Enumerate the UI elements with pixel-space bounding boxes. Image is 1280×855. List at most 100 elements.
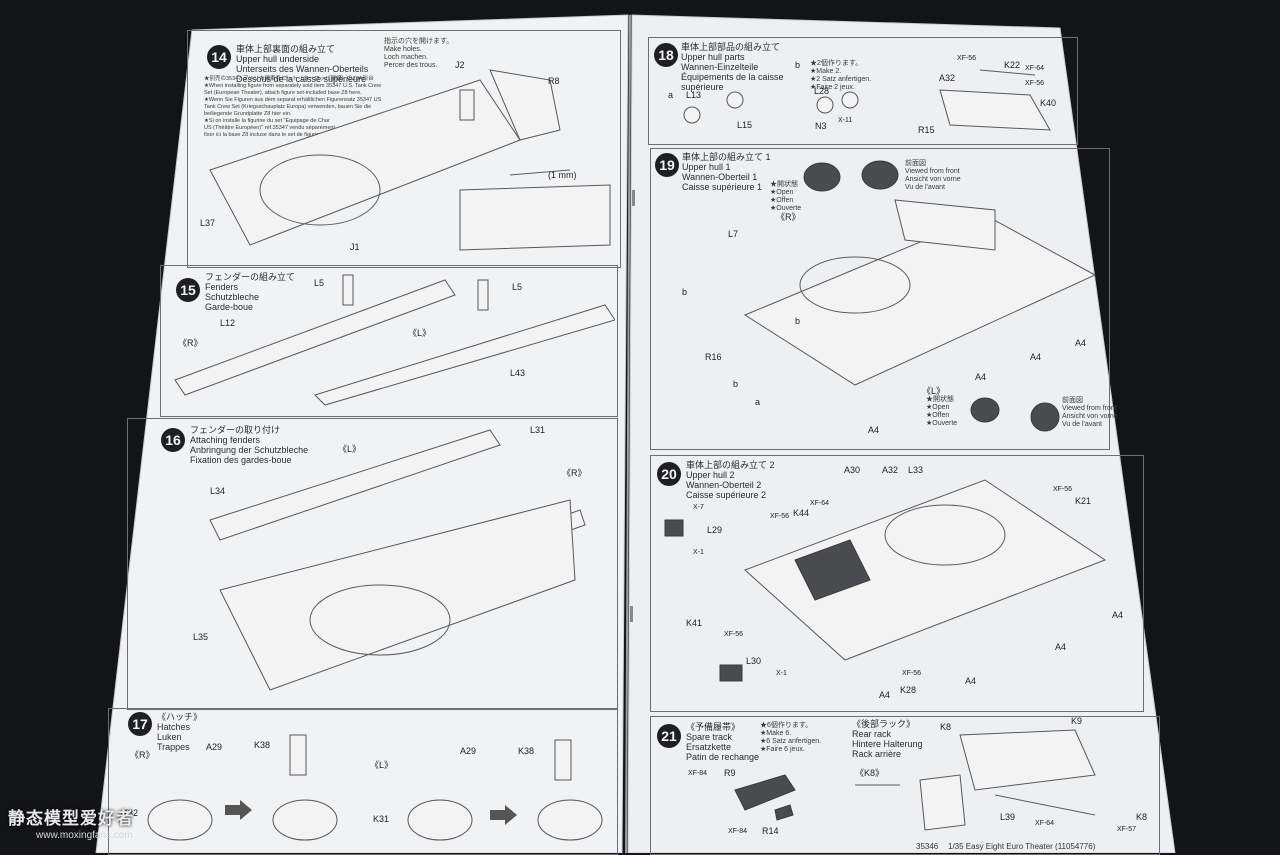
turret-ring (259, 154, 381, 226)
hatch-open-view (803, 162, 841, 192)
label-r-side: 《R》 (178, 338, 203, 348)
step-19-open-note: ★開状態 ★Open ★Offen ★Ouverte (770, 181, 802, 212)
label-r15: R15 (918, 125, 935, 135)
staple-top (632, 190, 635, 206)
label-xf56-20-b: XF-56 (770, 513, 790, 520)
label-a4-20-c: A4 (965, 676, 977, 686)
step-14-number: 14 (207, 45, 231, 69)
upper-hull-20 (744, 479, 1107, 661)
label-k22: K22 (1004, 60, 1021, 70)
label-l7: L7 (728, 229, 739, 239)
drill-bit (509, 169, 571, 176)
part-k38-left (554, 739, 572, 781)
label-a32-20: A32 (882, 465, 899, 475)
label-k32: K32 (122, 808, 139, 818)
label-l34: L34 (210, 486, 226, 496)
step-21-drawing (734, 729, 1096, 831)
step-16-title: フェンダーの取り付け Attaching fenders Anbringung … (190, 425, 309, 465)
arrow-right-2 (490, 805, 517, 825)
step-17-title: 《ハッチ》 Hatches Luken Trappes (157, 712, 203, 752)
part-l13 (683, 106, 701, 124)
step-19-drawing (743, 160, 1097, 432)
label-l29: L29 (707, 525, 723, 535)
label-j2: J2 (455, 60, 465, 70)
step-17-drawing (147, 734, 603, 841)
label-k8-bracket: 《K8》 (855, 768, 885, 778)
step-15-drawing (174, 274, 615, 406)
label-k28: K28 (900, 685, 917, 695)
part-r15 (939, 89, 1051, 131)
step-18-panel (648, 37, 1078, 145)
label-j1: J1 (350, 242, 360, 252)
label-x1-a: X-1 (693, 549, 704, 556)
arrow-right-1 (225, 800, 252, 820)
label-a30: A30 (844, 465, 861, 475)
step-19-title: 車体上部の組み立て 1 Upper hull 1 Wannen-Oberteil… (682, 152, 771, 192)
label-b-19-1: b (682, 287, 688, 297)
label-a-19: a (755, 397, 761, 407)
label-k31: K31 (373, 814, 390, 824)
label-l35: L35 (193, 632, 209, 642)
step-14-drawing (209, 69, 611, 251)
label-a29-b: A29 (460, 746, 477, 756)
step-14-hole-note: 指示の穴を開けます。 Make holes. Loch machen. Perc… (384, 38, 454, 69)
upper-hull-19 (743, 214, 1097, 386)
step-21-make-note: ★6個作ります。 ★Make 6. ★6 Satz anfertigen. ★F… (760, 722, 822, 753)
hatch-left-base (407, 799, 473, 841)
step-18-number: 18 (654, 43, 678, 67)
label-l28: L28 (814, 86, 830, 96)
part-j2 (459, 89, 475, 121)
label-a32: A32 (939, 73, 956, 83)
label-x7: X-7 (693, 504, 704, 511)
label-a4-20-a: A4 (1112, 610, 1124, 620)
step-20-number: 20 (657, 462, 681, 486)
step-15-title: フェンダーの組み立て Fenders Schutzbleche Garde-bo… (205, 272, 296, 312)
hull-body-16 (219, 499, 576, 691)
label-a4-19-c: A4 (975, 372, 987, 382)
part-l15 (726, 91, 744, 109)
label-xf64: XF-64 (1025, 65, 1045, 72)
step-18-drawing (683, 69, 1051, 131)
part-l5-left (477, 279, 489, 311)
label-a4-19-d: A4 (868, 425, 880, 435)
label-k38-b: K38 (518, 746, 535, 756)
label-l30: L30 (746, 656, 762, 666)
label-l-17: 《L》 (370, 760, 394, 770)
part-r14 (774, 804, 794, 821)
label-r16: R16 (705, 352, 722, 362)
step-16-number: 16 (161, 428, 185, 452)
hatch-open-view-2 (970, 397, 1000, 423)
fender-left-16 (209, 429, 501, 541)
part-l5-right (342, 274, 354, 306)
step-19-open-note-2: ★開状態 ★Open ★Offen ★Ouverte (926, 396, 958, 427)
label-x1-b: X-1 (776, 670, 787, 677)
label-l15: L15 (737, 120, 753, 130)
label-a4-20-d: A4 (879, 690, 891, 700)
part-k38-right (289, 734, 307, 776)
label-l-side: 《L》 (408, 328, 432, 338)
step-17-number: 17 (128, 712, 152, 736)
step-15-panel (160, 265, 618, 417)
engine-grille (794, 539, 871, 601)
step-19-front-note-2: 前面図 Viewed from front Ansicht von vorne … (1062, 397, 1118, 428)
part-l30-illustration (719, 664, 743, 682)
step-14-panel (187, 30, 621, 268)
part-l29-illustration (664, 519, 684, 537)
label-k44: K44 (793, 508, 810, 518)
part-k22 (979, 69, 1036, 76)
step-20-panel (650, 455, 1144, 712)
label-l43: L43 (510, 368, 526, 378)
label-k9: K9 (1071, 716, 1083, 726)
label-r9: R9 (724, 768, 736, 778)
engine-deck (894, 199, 996, 251)
label-a4-19-b: A4 (1030, 352, 1042, 362)
step-16-drawing (209, 429, 586, 691)
right-page (627, 14, 1176, 853)
label-k41: K41 (686, 618, 703, 628)
turret-ring-20 (884, 504, 1006, 566)
step-19-front-note: 前面図 Viewed from front Ansicht von vorne … (905, 160, 961, 191)
label-k8-top: K8 (940, 722, 952, 732)
spine-fold (625, 14, 631, 853)
step-19-number: 19 (655, 153, 679, 177)
